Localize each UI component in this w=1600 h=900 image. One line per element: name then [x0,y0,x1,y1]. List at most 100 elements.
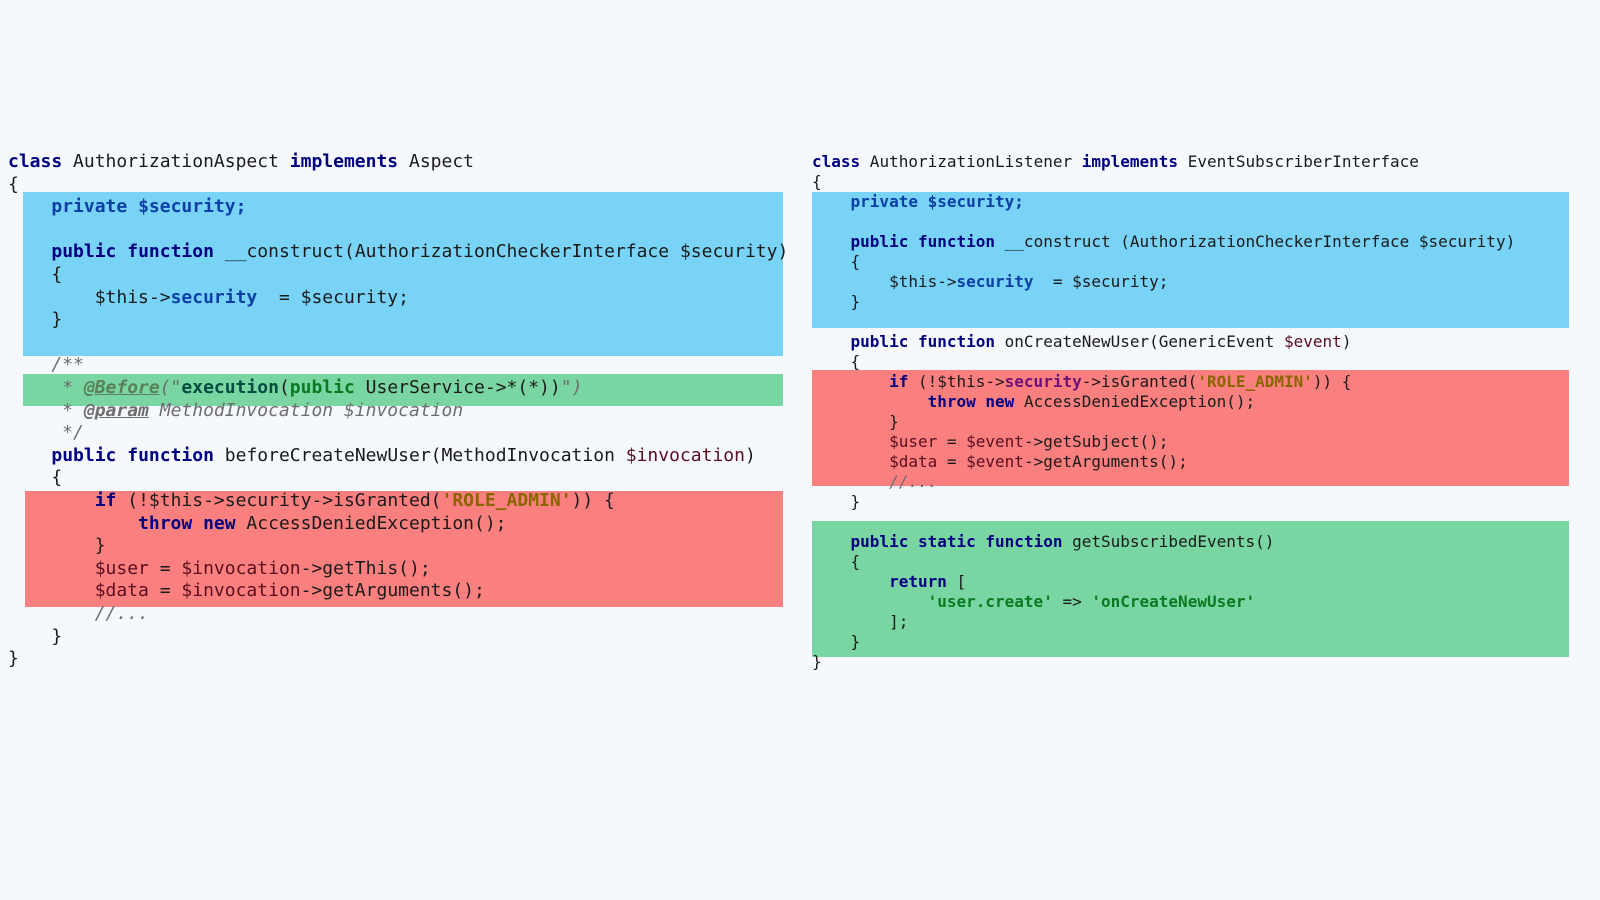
code-token: } [8,648,19,670]
code-line: if (!$this->security->isGranted('ROLE_AD… [8,489,615,512]
code-token: throw [138,512,193,534]
code-token: public [850,332,909,351]
code-token: ->getArguments(); [1023,452,1188,471]
before-annotation-highlight [23,374,783,406]
code-token [192,513,203,534]
code-line: { [812,552,861,572]
code-token: security [170,286,258,308]
code-line: { [8,173,19,196]
code-line: */ [8,421,84,444]
code-line: class AuthorizationAspect implements Asp… [8,150,474,173]
code-token: } [8,625,63,647]
code-line: } [812,492,861,512]
constructor-highlight [812,192,1569,328]
code-token [812,392,928,411]
listener-code-panel: class AuthorizationListener implements E… [812,150,1572,690]
code-token: => [1052,592,1092,611]
code-token [976,532,986,551]
aspect-code-panel: class AuthorizationAspect implements Asp… [8,150,800,690]
code-line: $this->security = $security; [8,286,409,309]
code-line: } [8,625,62,648]
code-token: UserService->*(*)) [354,377,561,398]
code-token: )) { [1312,372,1352,391]
code-token: AuthorizationAspect [62,151,290,172]
code-token: __construct(AuthorizationCheckerInterfac… [213,241,680,263]
code-line: { [8,263,62,286]
code-token: public [51,444,117,466]
code-token: ]; [812,612,909,631]
code-line: public function beforeCreateNewUser(Meth… [8,444,756,467]
code-token: $security) [679,241,789,263]
code-token: $this-> [8,286,171,308]
code-line: * @param MethodInvocation $invocation [8,399,463,422]
code-line: /** [8,353,84,376]
code-token: function [127,241,214,263]
code-token: ->isGranted( [1081,372,1198,391]
code-token: $invocation [181,580,301,602]
authorization-check-highlight [812,370,1569,486]
code-token: AccessDeniedException(); [235,512,507,534]
code-token: 'ROLE_ADMIN' [1197,372,1313,391]
code-token: Aspect [398,151,474,172]
code-token: /** [8,354,84,376]
code-token: $user [94,557,149,579]
code-token: new [985,392,1015,411]
code-line: * @Before("execution(public UserService-… [8,376,582,399]
code-token: $security; [138,196,247,218]
code-token: ) [744,444,756,466]
code-token: (!$this->security->isGranted( [116,490,442,511]
code-token: AccessDeniedException(); [1014,392,1256,411]
code-token: function [917,332,996,351]
code-token: { [8,173,19,195]
code-token: (!$this-> [908,372,1005,391]
code-token: EventSubscriberInterface [1178,152,1419,171]
code-line: } [812,292,861,312]
code-token: if [889,372,909,391]
code-token [116,241,127,262]
code-line: $data = $invocation->getArguments(); [8,579,485,602]
code-token [908,532,918,551]
code-token: $invocation [625,444,745,466]
code-line: $user = $event->getSubject(); [812,432,1168,452]
code-token: $data [889,452,938,471]
code-token: private [850,192,918,211]
code-line: } [812,412,899,432]
code-token: } [812,652,822,671]
constructor-highlight [23,192,783,356]
code-token [908,332,918,351]
code-token: { [812,252,861,271]
code-token: * [8,377,84,398]
code-token [8,558,95,579]
code-token [812,452,889,471]
code-token: return [889,572,947,591]
code-token: execution [181,377,279,398]
code-token: $event [1284,332,1342,351]
code-token: 'user.create' [927,592,1053,611]
code-token: implements [289,151,399,172]
code-token: * [8,399,84,421]
code-line: { [812,352,861,372]
code-line: private $security; [812,192,1024,212]
code-token: [ [946,572,967,591]
code-token: beforeCreateNewUser(MethodInvocation [213,444,626,466]
code-token: ->getThis(); [300,557,431,579]
code-token: new [203,512,236,534]
code-token: onCreateNewUser(GenericEvent [995,332,1285,351]
code-line: public function onCreateNewUser(GenericE… [812,332,1352,352]
code-token: static [917,532,976,551]
code-token [812,592,928,611]
code-line: ]; [812,612,908,632]
code-token: { [812,352,861,371]
code-token: } [8,535,106,557]
code-line: 'user.create' => 'onCreateNewUser' [812,592,1256,612]
code-token: public [51,241,117,263]
code-line: $data = $event->getArguments(); [812,452,1188,472]
code-token: security [956,272,1034,291]
code-token: security [1004,372,1082,391]
code-token: = [148,580,182,602]
code-token [127,196,138,217]
code-token: $invocation [181,557,301,579]
code-token: } [812,492,861,511]
code-token: private [51,196,128,218]
code-token: ) [1341,332,1352,351]
